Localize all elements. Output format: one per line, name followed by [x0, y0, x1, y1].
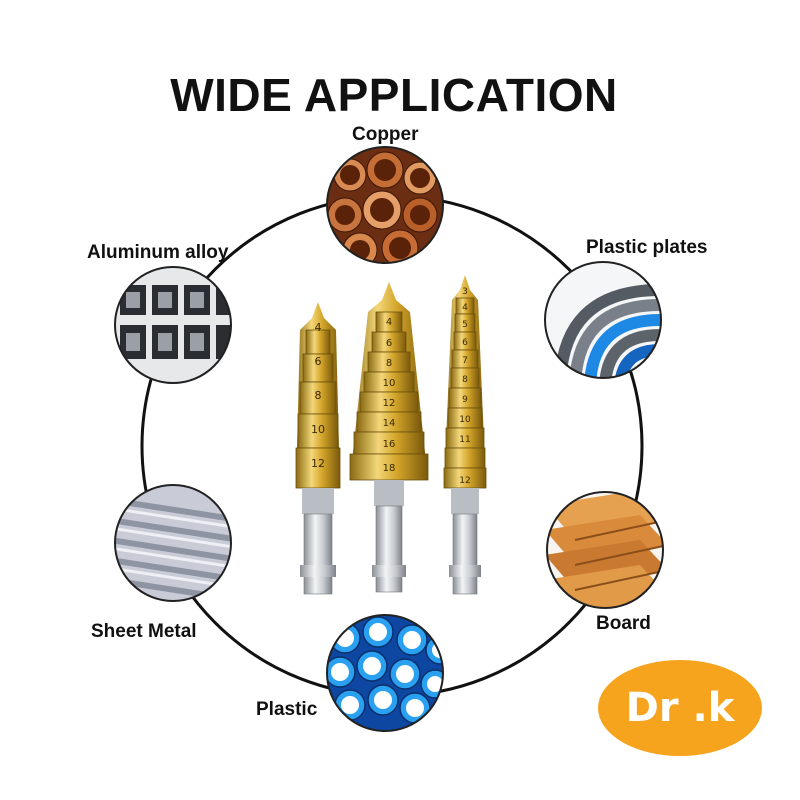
bit-right-mark: 8 [462, 375, 468, 385]
bit-right-mark: 12 [459, 476, 470, 486]
drill-bit-right: 3 4 5 6 7 8 9 10 11 12 [443, 275, 487, 595]
drill-bit-middle: 4 6 8 10 12 14 16 18 [349, 282, 429, 593]
bit-middle-mark: 18 [383, 463, 396, 474]
bit-right-markings: 3 4 5 6 7 8 9 10 11 12 [459, 287, 471, 486]
bit-right-mark: 3 [462, 287, 468, 297]
bit-middle-mark: 10 [383, 378, 396, 389]
bit-left-mark: 4 [315, 321, 322, 334]
bit-middle-mark: 6 [386, 338, 392, 349]
plastic-plates-image [545, 262, 661, 378]
page-title: WIDE APPLICATION [170, 69, 618, 121]
bit-right-mark: 10 [459, 415, 471, 425]
sheet-metal-image [115, 485, 231, 601]
bit-middle-mark: 14 [383, 418, 396, 429]
bit-right-mark: 5 [462, 320, 468, 330]
aluminum-image [115, 267, 231, 383]
label-plastic: Plastic [256, 699, 318, 720]
bit-right-mark: 4 [462, 303, 468, 313]
label-aluminum-alloy: Aluminum alloy [87, 242, 229, 263]
bit-left-mark: 8 [315, 389, 322, 402]
bit-left-markings: 4 6 8 10 12 [311, 321, 325, 470]
label-sheet-metal: Sheet Metal [91, 621, 197, 642]
bit-left-mark: 6 [315, 355, 322, 368]
label-plastic-plates: Plastic plates [586, 237, 708, 258]
bit-left-mark: 10 [311, 423, 325, 436]
drill-bit-left: 4 6 8 10 12 [295, 302, 341, 595]
bit-right-mark: 11 [459, 435, 470, 445]
bit-middle-mark: 12 [383, 398, 396, 409]
bit-left-mark: 12 [311, 457, 325, 470]
bit-right-mark: 6 [462, 338, 468, 348]
bit-right-mark: 7 [462, 356, 468, 366]
logo-badge [598, 660, 762, 756]
bit-right-mark: 9 [462, 395, 468, 405]
board-image [547, 492, 663, 608]
label-board: Board [596, 613, 651, 634]
bit-middle-mark: 16 [383, 439, 396, 450]
bit-middle-markings: 4 6 8 10 12 14 16 18 [383, 317, 396, 474]
plastic-image [327, 615, 443, 731]
logo-text: Dr .k [625, 685, 735, 731]
label-copper: Copper [352, 124, 419, 145]
bit-middle-mark: 4 [386, 317, 392, 328]
bit-middle-mark: 8 [386, 358, 392, 369]
copper-image [327, 147, 443, 263]
